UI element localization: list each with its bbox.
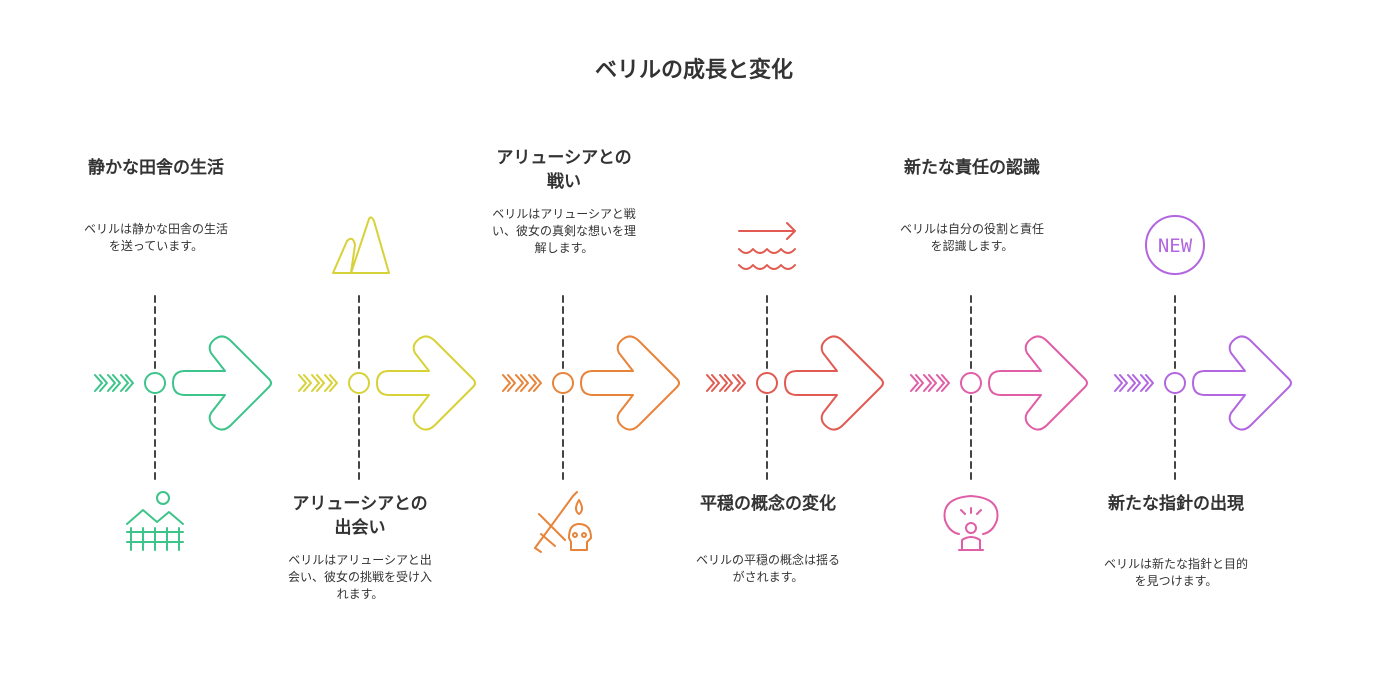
stage-1-title: 静かな田舎の生活 [88, 158, 224, 178]
stage-5-arrow [988, 335, 1088, 431]
chevron-icon [528, 374, 542, 392]
stage-3-node [552, 372, 574, 394]
chevron-icon [719, 374, 733, 392]
countryside-icon [126, 491, 184, 551]
chevron-icon [923, 374, 937, 392]
chevron-icon [502, 374, 516, 392]
chevron-icon [1114, 374, 1128, 392]
stage-1-description: ベリルは静かな田舎の生活を送っています。 [83, 222, 228, 253]
stage-2-group [298, 216, 476, 483]
stage-2-arrow [376, 335, 476, 431]
chevron-icon [706, 374, 720, 392]
chevron-icon [298, 374, 312, 392]
chevron-icon [1127, 374, 1141, 392]
stage-4-arrow [784, 335, 884, 431]
chevron-icon [94, 374, 108, 392]
stage-1-group [94, 295, 272, 551]
waves-arrow-icon [738, 222, 796, 270]
stage-4-node [756, 372, 778, 394]
stage-3-group [502, 295, 680, 553]
chevron-icon [1140, 374, 1154, 392]
stage-6-arrow [1192, 335, 1292, 431]
stage-2-title: アリューシアとの出会い [292, 494, 428, 538]
stage-3-description: ベリルはアリューシアと戦い、彼女の真剣な想いを理解します。 [491, 207, 636, 255]
stage-5-description: ベリルは自分の役割と責任を認識します。 [899, 222, 1044, 253]
chevron-icon [910, 374, 924, 392]
new-badge-text: NEW [1158, 235, 1193, 257]
stage-6-group: NEW [1114, 215, 1292, 483]
stage-6-title: 新たな指針の出現 [1108, 494, 1244, 514]
stage-4-title: 平穏の概念の変化 [700, 494, 836, 514]
chevron-icon [515, 374, 529, 392]
stage-5-node [960, 372, 982, 394]
chevron-icon [732, 374, 746, 392]
chevron-icon [311, 374, 325, 392]
stage-5-group [910, 295, 1088, 551]
stage-3-arrow [580, 335, 680, 431]
chevron-icon [120, 374, 134, 392]
stage-1-arrow [172, 335, 272, 431]
stage-4-group [706, 222, 884, 483]
stage-6-node [1164, 372, 1186, 394]
stage-4-description: ベリルの平穏の概念は揺るがされます。 [695, 553, 840, 584]
diagram-title: ベリルの成長と変化 [594, 58, 793, 83]
stage-2-description: ベリルはアリューシアと出会い、彼女の挑戦を受け入れます。 [287, 553, 432, 601]
stage-2-node [348, 372, 370, 394]
peaks-icon [332, 216, 390, 274]
stage-6-description: ベリルは新たな指針と目的を見つけます。 [1103, 557, 1248, 588]
sword-skull-icon [534, 491, 592, 553]
stage-5-title: 新たな責任の認識 [904, 158, 1040, 178]
new-badge-icon: NEW [1145, 215, 1205, 275]
stage-3-title: アリューシアとの戦い [496, 148, 632, 192]
stage-1-node [144, 372, 166, 394]
stressed-person-icon [943, 495, 999, 551]
chevron-icon [324, 374, 338, 392]
chevron-icon [107, 374, 121, 392]
chevron-icon [936, 374, 950, 392]
